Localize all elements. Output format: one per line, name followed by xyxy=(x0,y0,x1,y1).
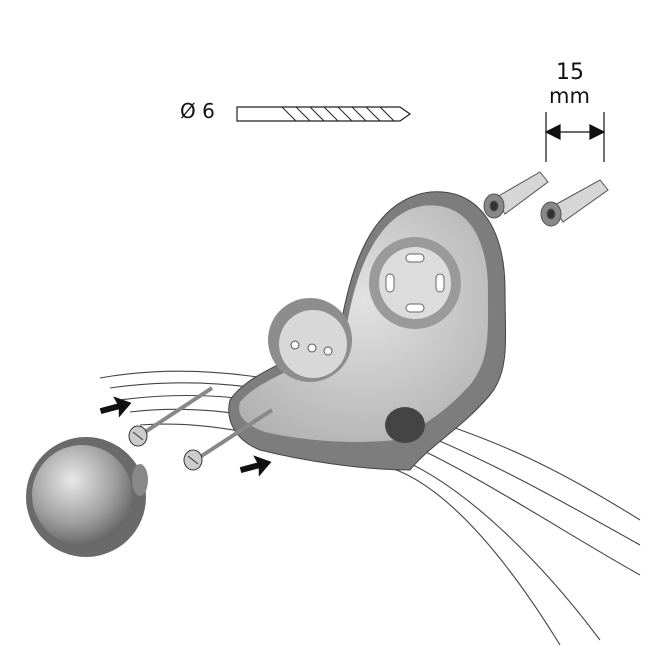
dimension-value: 15 xyxy=(556,60,584,85)
drill-diameter-label: Ø 6 xyxy=(180,99,215,123)
cover-cap xyxy=(26,437,148,557)
screw-icon xyxy=(128,386,274,471)
dimension-arrow-icon xyxy=(544,112,606,162)
cable-bracket xyxy=(228,191,507,471)
arrow-right-icon xyxy=(99,396,272,477)
dimension-unit: mm xyxy=(549,84,590,108)
wall-anchor-icon xyxy=(483,171,609,227)
drill-bit-icon xyxy=(236,106,412,122)
